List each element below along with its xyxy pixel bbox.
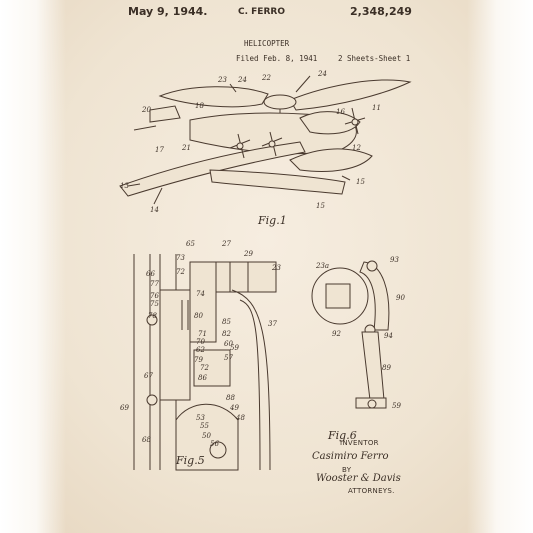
svg-text:65: 65 xyxy=(186,240,195,248)
svg-text:66: 66 xyxy=(146,270,155,278)
svg-text:60: 60 xyxy=(224,340,233,348)
svg-text:92: 92 xyxy=(332,330,341,338)
svg-text:77: 77 xyxy=(150,280,159,288)
svg-text:74: 74 xyxy=(196,290,205,298)
svg-text:18: 18 xyxy=(195,102,204,110)
svg-text:24: 24 xyxy=(237,76,247,84)
svg-text:57: 57 xyxy=(224,354,233,362)
fig5-cross-section-drawing: 65 27 29 23 73 66 72 77 76 75 74 80 71 7… xyxy=(120,240,281,471)
svg-text:70: 70 xyxy=(196,338,205,346)
svg-text:88: 88 xyxy=(226,394,235,402)
svg-text:59: 59 xyxy=(392,402,401,410)
svg-text:24: 24 xyxy=(317,70,327,78)
svg-text:49: 49 xyxy=(229,404,239,412)
svg-text:86: 86 xyxy=(198,374,207,382)
svg-text:59: 59 xyxy=(230,344,239,352)
svg-text:29: 29 xyxy=(243,250,253,258)
sheet-count: 2 Sheets-Sheet 1 xyxy=(338,54,411,63)
svg-text:94: 94 xyxy=(384,332,393,340)
right-margin xyxy=(467,0,533,533)
svg-text:56: 56 xyxy=(210,440,219,448)
svg-text:50: 50 xyxy=(202,432,211,440)
svg-text:11: 11 xyxy=(372,104,381,112)
svg-text:89: 89 xyxy=(382,364,391,372)
inventor-label: INVENTOR xyxy=(340,439,379,447)
patent-date: May 9, 1944. xyxy=(128,5,208,18)
svg-text:15: 15 xyxy=(316,202,325,210)
svg-text:62: 62 xyxy=(196,346,205,354)
fig6-label: Fig.6 xyxy=(328,429,357,442)
svg-text:21: 21 xyxy=(181,144,191,152)
patent-number: 2,348,249 xyxy=(350,5,412,18)
svg-text:23: 23 xyxy=(271,264,281,272)
svg-text:71: 71 xyxy=(198,330,207,338)
svg-text:12: 12 xyxy=(352,144,361,152)
svg-text:85: 85 xyxy=(222,318,231,326)
attorneys-label: ATTORNEYS. xyxy=(348,487,395,495)
fig1-label: Fig.1 xyxy=(258,214,287,227)
svg-text:20: 20 xyxy=(141,106,151,114)
svg-text:82: 82 xyxy=(222,330,231,338)
attorney-signature: Wooster & Davis xyxy=(316,473,401,484)
svg-text:15: 15 xyxy=(356,178,365,186)
svg-text:69: 69 xyxy=(120,404,129,412)
svg-text:72: 72 xyxy=(176,268,185,276)
svg-text:53: 53 xyxy=(196,414,205,422)
fig6-bracket-drawing: 93 23a 90 92 94 89 59 xyxy=(311,256,405,410)
svg-text:90: 90 xyxy=(396,294,405,302)
svg-text:27: 27 xyxy=(221,240,231,248)
inventor-name: C. FERRO xyxy=(238,7,285,17)
svg-text:23a: 23a xyxy=(315,262,329,270)
left-margin xyxy=(0,0,66,533)
svg-text:76: 76 xyxy=(150,292,159,300)
svg-text:67: 67 xyxy=(144,372,153,380)
inventor-signature: Casimiro Ferro xyxy=(312,451,389,462)
svg-text:72: 72 xyxy=(200,364,209,372)
svg-text:48: 48 xyxy=(235,414,245,422)
svg-text:73: 73 xyxy=(176,254,185,262)
svg-text:78: 78 xyxy=(148,312,157,320)
svg-text:68: 68 xyxy=(142,436,151,444)
svg-text:23: 23 xyxy=(217,76,227,84)
svg-text:93: 93 xyxy=(390,256,399,264)
svg-text:17: 17 xyxy=(155,146,164,154)
by-label: BY xyxy=(342,466,352,474)
svg-text:16: 16 xyxy=(336,108,345,116)
patent-title: HELICOPTER xyxy=(244,39,290,48)
svg-text:14: 14 xyxy=(150,206,159,214)
svg-text:79: 79 xyxy=(194,356,203,364)
svg-text:55: 55 xyxy=(200,422,209,430)
svg-text:75: 75 xyxy=(150,300,159,308)
fig5-label: Fig.5 xyxy=(176,454,205,467)
svg-text:37: 37 xyxy=(268,320,277,328)
svg-text:22: 22 xyxy=(261,74,271,82)
fig1-helicopter-drawing: 23 24 22 24 18 20 17 11 16 12 13 14 15 1… xyxy=(119,70,412,214)
filed-date: Filed Feb. 8, 1941 xyxy=(236,54,318,63)
svg-text:13: 13 xyxy=(120,182,129,190)
svg-text:80: 80 xyxy=(194,312,203,320)
